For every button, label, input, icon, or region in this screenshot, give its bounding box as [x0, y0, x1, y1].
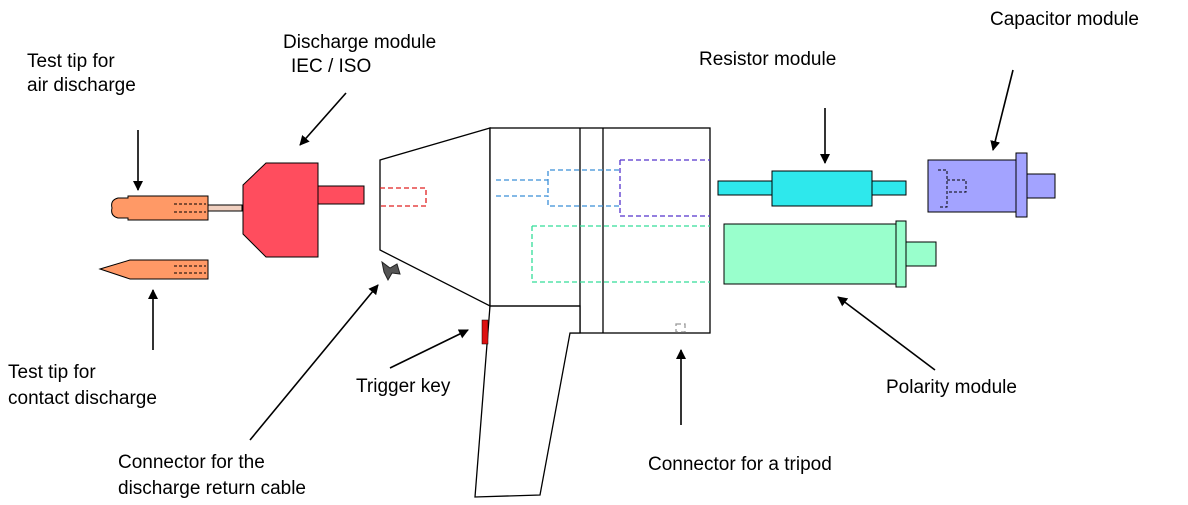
- air-tip-pin: [207, 204, 243, 212]
- resistor-module-label: Resistor module: [699, 49, 836, 70]
- tripod-socket: [675, 323, 686, 333]
- air-tip-label-1: Test tip for: [27, 51, 115, 72]
- contact-discharge-tip: [98, 259, 209, 280]
- return-cable-connector: [381, 260, 401, 282]
- resistor-socket-path: [496, 169, 620, 207]
- trigger-key-arrow: [389, 329, 469, 369]
- discharge-module: [242, 162, 365, 258]
- callout-arrows: [133, 69, 1014, 441]
- capacitor-module-label: Capacitor module: [990, 9, 1139, 30]
- labels: Test tip for air discharge Discharge mod…: [8, 9, 1139, 499]
- discharge-module-arrow: [299, 92, 347, 146]
- capacitor-socket-path: [619, 159, 710, 217]
- trigger-key: [481, 319, 489, 345]
- internal-connectors: [380, 159, 710, 333]
- tripod-label: Connector for a tripod: [648, 454, 832, 475]
- main-housing: [489, 127, 711, 334]
- handle: [474, 305, 581, 498]
- capacitor-module-arrow: [990, 69, 1014, 151]
- resistor-module: [717, 170, 907, 207]
- air-tip-label-2: air discharge: [27, 75, 136, 96]
- return-cable-label-2: discharge return cable: [118, 478, 306, 499]
- contact-tip-label-2: contact discharge: [8, 388, 157, 409]
- capacitor-module: [927, 152, 1056, 218]
- discharge-module-label-2: IEC / ISO: [291, 56, 371, 77]
- discharge-socket: [380, 187, 427, 207]
- polarity-socket-path: [531, 225, 710, 283]
- return-cable-arrow: [249, 284, 379, 441]
- polarity-module: [723, 220, 937, 288]
- polarity-module-label: Polarity module: [886, 377, 1017, 398]
- contact-tip-label-1: Test tip for: [8, 362, 96, 383]
- return-cable-label-1: Connector for the: [118, 452, 265, 473]
- air-discharge-tip: [111, 195, 243, 221]
- front-cone: [379, 127, 491, 308]
- simulator-body: [379, 127, 711, 498]
- polarity-module-arrow: [837, 296, 936, 371]
- discharge-module-label-1: Discharge module: [283, 32, 436, 53]
- trigger-key-label: Trigger key: [356, 376, 451, 397]
